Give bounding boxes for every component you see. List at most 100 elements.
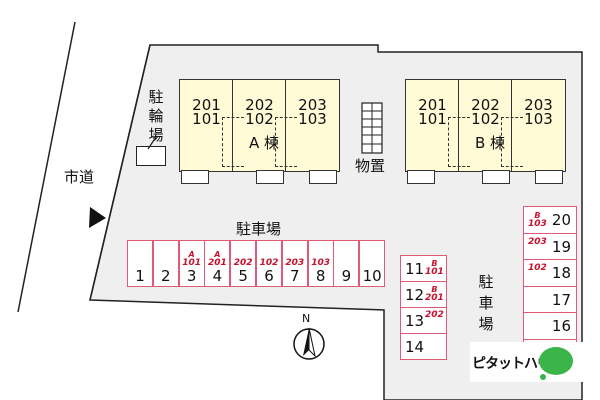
parking-label-char: 駐 [478, 273, 494, 291]
parking-space-number: 9 [341, 267, 352, 285]
parking-space-number: 20 [551, 211, 571, 229]
building-b-interior-dash [448, 117, 470, 167]
storage-shed-icon [361, 102, 383, 154]
building-b-unit-2: 202 102 [458, 79, 513, 172]
slot-unit-tag: 202 [234, 259, 253, 268]
parking-space-number: 16 [551, 317, 571, 335]
slot-unit-number: 201 [425, 293, 444, 303]
slot-unit-number: 103 [311, 258, 330, 268]
slot-unit-tag: 202 [425, 311, 444, 320]
parking-lot-label-vertical: 駐 車 場 [476, 272, 496, 335]
parking-space: 16 [523, 312, 577, 340]
slot-unit-tag: 102 [528, 264, 547, 273]
storage-label: 物置 [355, 157, 386, 175]
unit-number-lower: 101 [192, 110, 221, 128]
parking-space-number: 12 [405, 286, 425, 304]
unit-number-upper: 202 [471, 96, 500, 114]
unit-number-upper: 203 [298, 96, 327, 114]
bicycle-parking-char: 駐 [148, 88, 164, 106]
slot-unit-number: 102 [259, 258, 279, 268]
bicycle-parking-box [136, 146, 166, 166]
slot-unit-tag: 102 [260, 259, 279, 268]
parking-space: 14 [400, 333, 447, 360]
parking-space-number: 19 [551, 237, 571, 256]
building-a-entrance-step [309, 170, 337, 184]
parking-space-number: 2 [161, 267, 171, 285]
building-a-entrance-step [181, 170, 209, 184]
parking-label-char: 車 [478, 294, 494, 312]
parking-space-number: 1 [135, 267, 145, 285]
parking-label-char: 場 [478, 315, 494, 333]
parking-space-number: 3 [186, 267, 197, 285]
slot-building-letter: B [431, 285, 438, 294]
building-b-name: B 棟 [475, 134, 506, 152]
slot-unit-tag: 203 [528, 236, 547, 247]
building-a-interior-dash [275, 117, 297, 167]
building-a-name: A 棟 [249, 134, 280, 152]
slot-unit-number: 102 [528, 263, 547, 273]
compass-label: N [302, 312, 311, 325]
parking-space-number: 14 [405, 338, 425, 356]
unit-number-lower: 102 [245, 110, 274, 128]
parking-space: 2 [152, 240, 179, 287]
unit-number-lower: 101 [418, 110, 447, 128]
parking-space-number: 8 [315, 267, 326, 285]
parking-space-number: 10 [362, 267, 382, 285]
parking-space: 10 [359, 240, 386, 287]
slot-unit-number: 201 [207, 258, 227, 268]
unit-number-upper: 201 [418, 96, 447, 114]
slot-building-letter: A [214, 250, 221, 259]
parking-space-number: 7 [290, 267, 300, 285]
bicycle-parking-slash-icon [147, 136, 157, 150]
road-label: 市道 [64, 168, 95, 186]
parking-space: 18 102 [523, 259, 577, 287]
bicycle-parking-label: 駐 輪 場 [147, 88, 165, 145]
unit-number-upper: 201 [192, 96, 221, 114]
parking-lot-label: 駐車場 [236, 220, 282, 238]
brand-mark-icon [539, 347, 573, 380]
parking-space: 1 [127, 240, 153, 287]
entrance-arrow-icon [89, 207, 106, 228]
parking-space-number: 5 [238, 267, 248, 285]
bicycle-parking-char: 輪 [148, 107, 164, 125]
slot-unit-number: 202 [233, 258, 253, 268]
parking-space: 9 [333, 240, 360, 287]
building-b-entrance-step [535, 170, 563, 184]
building-b-interior-dash [501, 117, 523, 167]
parking-space-number: 18 [551, 264, 571, 282]
slot-unit-tag: 203 [285, 259, 304, 268]
parking-space-number: 4 [212, 267, 223, 285]
bicycle-parking-char: 場 [148, 126, 164, 144]
road-edge-right [89, 44, 151, 301]
parking-space: 19 203 [523, 232, 577, 260]
parking-space-number: 13 [405, 312, 425, 330]
road-edge-left [17, 21, 76, 313]
building-b-entrance-step [407, 170, 435, 184]
unit-number-lower: 103 [524, 110, 553, 128]
slot-building-letter: B [431, 259, 438, 268]
slot-unit-number: 103 [528, 219, 547, 229]
unit-number-lower: 103 [298, 110, 327, 128]
building-a-entrance-step [256, 170, 284, 184]
slot-building-letter: A [188, 250, 195, 259]
unit-number-upper: 203 [524, 96, 553, 114]
unit-number-lower: 102 [471, 110, 500, 128]
slot-unit-number: 203 [528, 236, 547, 247]
building-b-entrance-step [482, 170, 510, 184]
slot-unit-number: 101 [182, 258, 201, 268]
brand-logo: ピタットハウス [470, 342, 590, 382]
parking-space-number: 17 [551, 290, 571, 309]
parking-space: 17 [523, 285, 577, 313]
parking-space-number: 6 [264, 267, 274, 285]
